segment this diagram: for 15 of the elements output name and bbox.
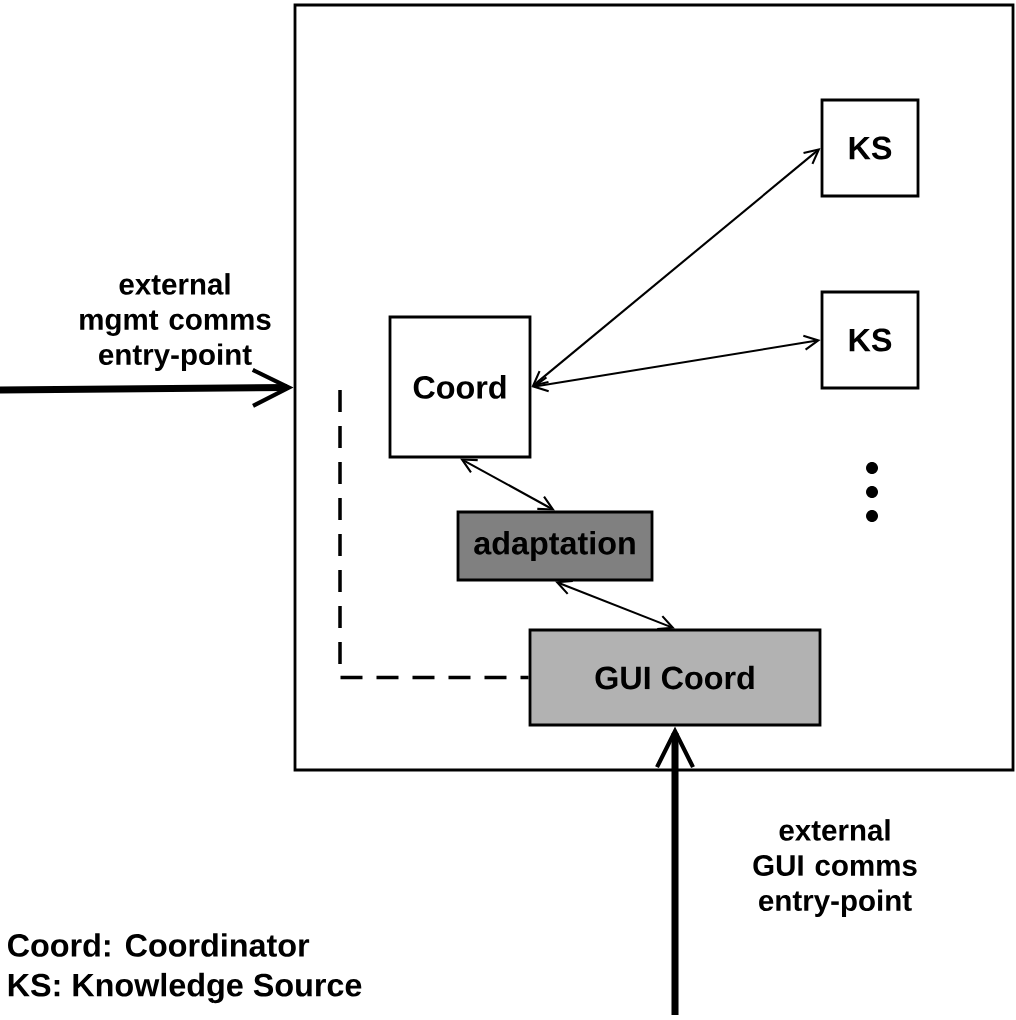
arrow	[460, 458, 555, 511]
process-box: KS	[820, 290, 920, 390]
arrow	[0, 367, 294, 408]
process-box: Coord	[388, 315, 532, 459]
process-box: GUI Coord	[528, 628, 822, 727]
process-box: adaptation	[456, 510, 654, 582]
arrow	[531, 148, 821, 387]
label-text: external mgmt comms entry-point	[80, 273, 271, 371]
process-box: KS	[820, 98, 920, 198]
dashed-line	[338, 390, 529, 680]
arrow	[531, 334, 821, 393]
arrow	[555, 579, 675, 631]
label-text: KS: Knowledge Source	[8, 972, 362, 1004]
label-text: external GUI comms entry-point	[753, 819, 917, 917]
label-text: Coord: Coordinator	[8, 933, 310, 957]
